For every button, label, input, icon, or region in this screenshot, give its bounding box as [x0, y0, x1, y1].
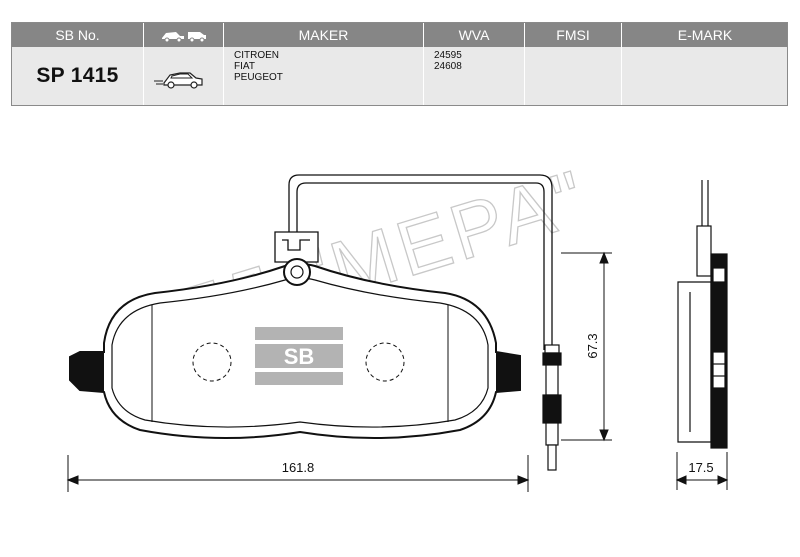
car-and-van-icon	[162, 32, 206, 43]
wva-item: 24595	[434, 50, 462, 61]
wva-list: 24595 24608	[424, 47, 525, 105]
maker-item: CITROEN	[234, 50, 279, 61]
spec-table: SB No. MAKER WVA FMSI E-MARK SP 1415	[11, 22, 788, 106]
car-icon	[154, 72, 203, 89]
center-boss	[283, 258, 311, 286]
sb-logo: SB	[255, 327, 343, 385]
maker-item: PEUGEOT	[234, 72, 283, 83]
wva-item: 24608	[434, 61, 462, 72]
header-fmsi: FMSI	[525, 23, 622, 47]
header-vehicle-icon-cell	[144, 23, 224, 47]
table-header-row: SB No. MAKER WVA FMSI E-MARK	[12, 23, 787, 47]
header-sb-no: SB No.	[12, 23, 144, 47]
sensor-connector	[542, 344, 562, 471]
left-dashed-circle	[192, 342, 232, 382]
width-dimension	[66, 455, 530, 492]
sb-logo-text: SB	[284, 344, 315, 369]
fmsi-value	[525, 47, 622, 105]
header-wva: WVA	[424, 23, 525, 47]
right-ear	[496, 352, 520, 392]
width-value: 161.8	[282, 460, 315, 475]
thickness-dimension	[675, 452, 729, 490]
maker-list: CITROEN FIAT PEUGEOT	[224, 47, 424, 105]
header-emark: E-MARK	[677, 27, 733, 43]
thickness-value: 17.5	[688, 460, 713, 475]
height-dimension	[561, 251, 612, 442]
wear-sensor-wire	[288, 174, 553, 350]
maker-item: FIAT	[234, 61, 255, 72]
friction-material	[111, 277, 489, 428]
side-view	[677, 180, 728, 449]
right-dashed-circle	[365, 342, 405, 382]
sb-number: SP 1415	[12, 47, 144, 105]
header-maker: MAKER	[224, 23, 424, 47]
left-ear	[70, 352, 104, 392]
clip-tab	[274, 231, 319, 263]
height-value: 67.3	[585, 333, 600, 358]
row-vehicle-icon-cell	[144, 47, 224, 105]
